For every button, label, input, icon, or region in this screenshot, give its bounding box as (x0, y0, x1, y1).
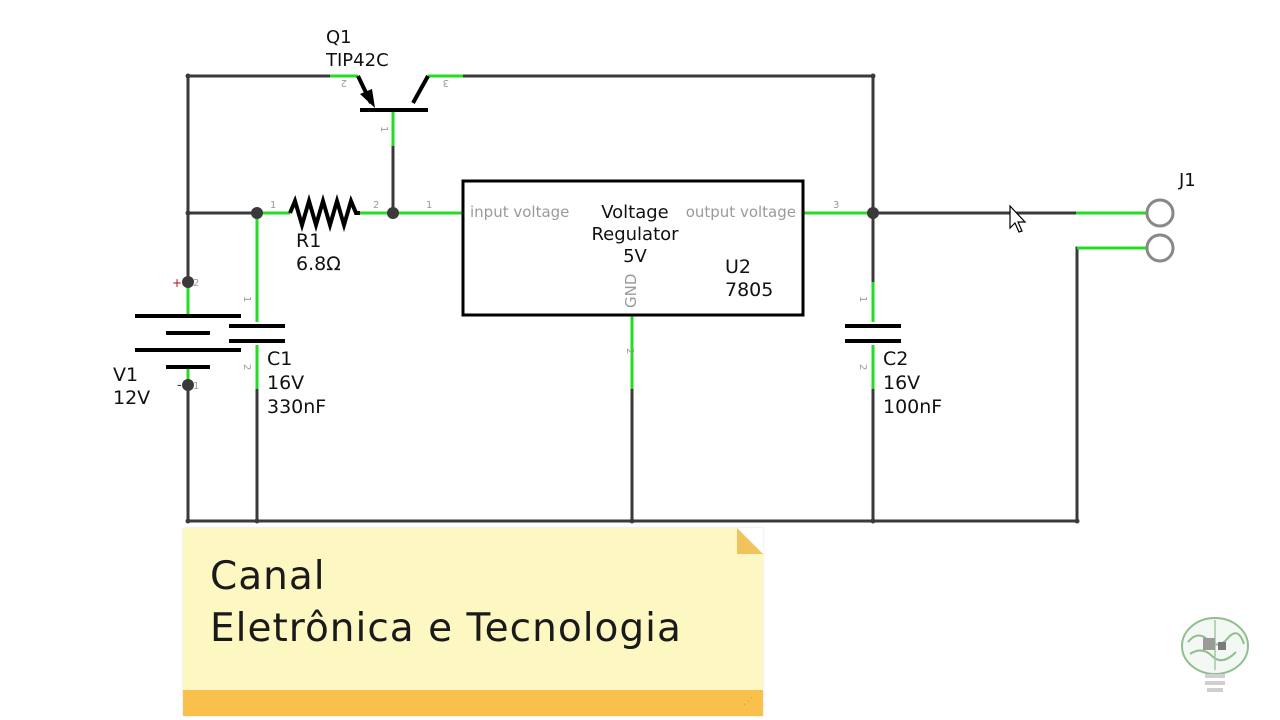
junction-nodes (182, 73, 1080, 524)
note-footer-bar (183, 690, 763, 716)
u2-title-line-3: 5V (623, 246, 647, 267)
q1-pin-2: 2 (341, 77, 347, 88)
v1-plus-sign: + (172, 276, 182, 290)
u2-pin-3: 3 (833, 200, 839, 211)
r1-value: 6.8Ω (296, 253, 341, 275)
u2-title-line-1: Voltage (601, 202, 669, 223)
regulator-u2[interactable]: Voltage Regulator 5V input voltage outpu… (426, 179, 839, 354)
u2-pin-1: 1 (426, 200, 432, 211)
capacitor-c2[interactable]: C2 16V 100nF 1 2 (845, 296, 942, 418)
u2-body (461, 179, 805, 317)
c1-value: 330nF (267, 396, 326, 418)
u2-title-line-2: Regulator (591, 224, 679, 245)
u2-pin-2: 2 (624, 348, 635, 354)
transistor-q1[interactable]: Q1 TIP42C 2 3 1 (325, 27, 449, 132)
emitter-arrow-icon (360, 89, 375, 108)
connector-j1[interactable]: J1 (1145, 170, 1196, 263)
u2-gnd-label: GND (622, 274, 640, 308)
v1-pin-2: 2 (193, 278, 199, 289)
v1-pin-1: 1 (193, 381, 199, 392)
r1-pin-1: 1 (270, 200, 276, 211)
c1-voltage: 16V (267, 372, 304, 394)
u2-part: 7805 (725, 279, 773, 301)
note-fold-corner (737, 528, 763, 554)
v1-value: 12V (113, 387, 150, 409)
cursor-arrow-icon (1009, 204, 1027, 233)
c1-pin-1: 1 (241, 296, 252, 302)
capacitor-c1[interactable]: C1 16V 330nF 1 2 (229, 296, 326, 418)
c2-value: 100nF (883, 396, 942, 418)
note-line-2: Eletrônica e Tecnologia (210, 606, 682, 651)
c2-pin-1: 1 (857, 296, 868, 302)
v1-minus-sign: - (177, 378, 182, 393)
resize-grip-icon[interactable]: ⋰ (743, 696, 753, 707)
pin-highlights (186, 74, 1146, 389)
brain-circuit-logo-icon (1181, 617, 1249, 692)
sticky-note[interactable]: Canal Eletrônica e Tecnologia ⋰ (183, 528, 763, 716)
q1-ref: Q1 (326, 27, 352, 48)
resistor-r1[interactable]: R1 6.8Ω 1 2 (270, 193, 379, 275)
q1-pin-1: 1 (378, 126, 389, 132)
u2-output-label: output voltage (686, 203, 796, 221)
c2-pin-2: 2 (857, 364, 868, 370)
q1-part: TIP42C (325, 50, 389, 71)
note-line-1: Canal (210, 554, 326, 599)
u2-input-label: input voltage (470, 203, 569, 221)
u2-ref: U2 (725, 256, 751, 278)
c2-ref: C2 (883, 348, 908, 370)
j1-terminal-2[interactable] (1145, 233, 1175, 263)
c2-voltage: 16V (883, 372, 920, 394)
r1-pin-2: 2 (373, 200, 379, 211)
v1-ref: V1 (113, 364, 138, 386)
battery-v1[interactable]: + - 2 1 V1 12V (113, 276, 241, 409)
j1-terminal-1[interactable] (1145, 198, 1175, 228)
r1-ref: R1 (296, 230, 321, 252)
j1-ref: J1 (1178, 170, 1196, 191)
c1-pin-2: 2 (241, 364, 252, 370)
q1-pin-3: 3 (443, 77, 449, 88)
c1-ref: C1 (267, 348, 292, 370)
